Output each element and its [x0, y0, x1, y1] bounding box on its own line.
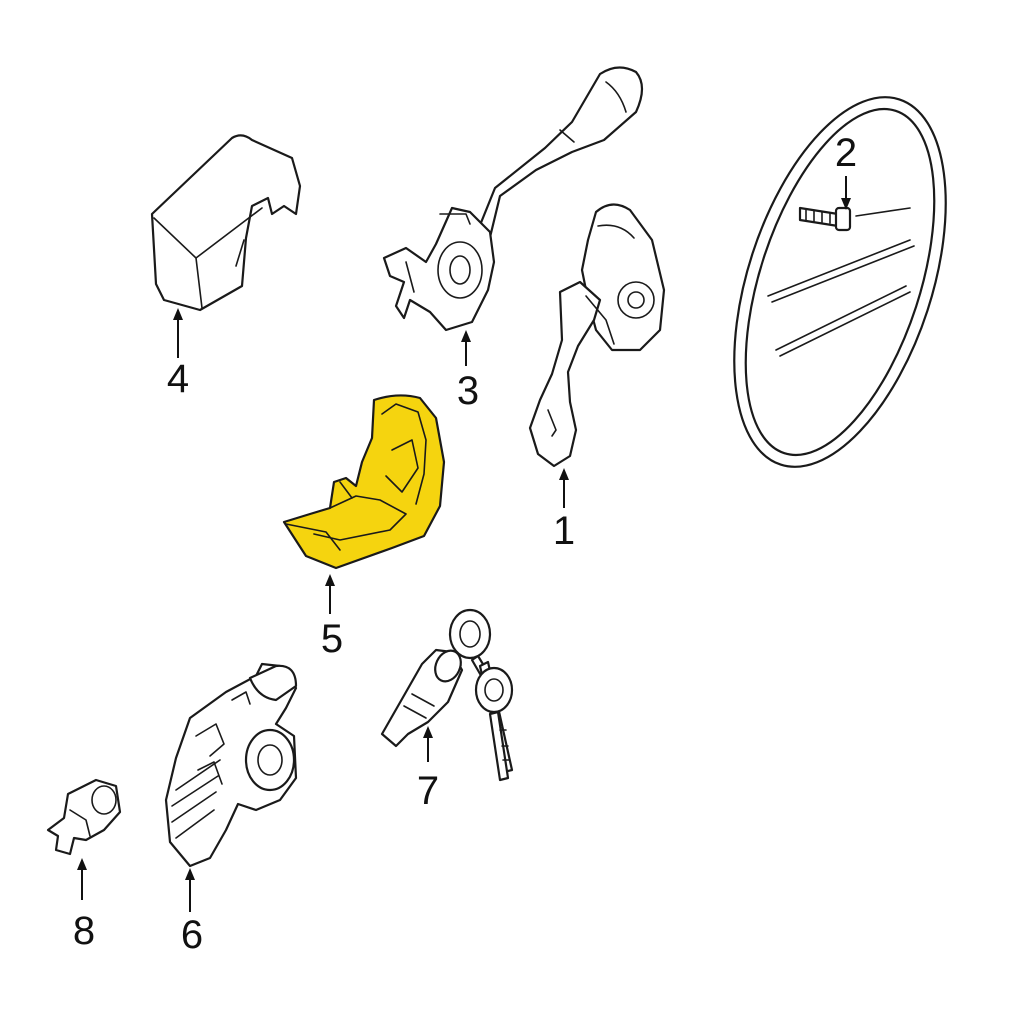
callout-6: 6 — [181, 913, 203, 957]
part-6-lock-housing[interactable] — [164, 662, 298, 868]
part-4-upper-shroud[interactable] — [150, 134, 302, 312]
callout-5: 5 — [321, 617, 343, 661]
callout-4: 4 — [167, 357, 189, 401]
callout-2: 2 — [835, 131, 857, 175]
leader-lines — [77, 176, 851, 912]
part-2-steering-wheel[interactable] — [693, 71, 987, 493]
callout-8: 8 — [73, 909, 95, 953]
callout-labels: 1 2 3 4 5 6 7 8 — [73, 131, 857, 957]
key-2[interactable] — [474, 666, 514, 782]
part-5-lower-shroud[interactable] — [282, 394, 446, 570]
part-3-combination-switch[interactable] — [382, 66, 644, 332]
callout-7: 7 — [417, 769, 439, 813]
callout-3: 3 — [457, 369, 479, 413]
part-1-turn-signal-switch[interactable] — [528, 203, 666, 468]
callout-1: 1 — [553, 509, 575, 553]
part-2-bolt[interactable] — [798, 206, 852, 232]
part-8-clip[interactable] — [46, 778, 122, 856]
part-7-lock-cylinder-keys[interactable] — [380, 608, 514, 782]
